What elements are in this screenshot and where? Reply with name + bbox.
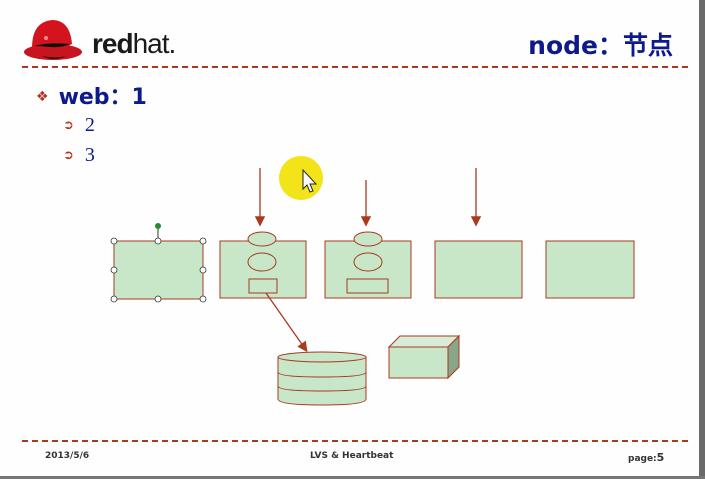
sub-bullet-item: ➲3 bbox=[63, 144, 95, 167]
node-box-selected[interactable] bbox=[110, 223, 207, 303]
node-box-5[interactable] bbox=[545, 240, 635, 299]
brand-light: hat bbox=[132, 28, 170, 59]
cube-shape[interactable] bbox=[387, 334, 461, 380]
footer-title: LVS & Heartbeat bbox=[310, 451, 394, 461]
node-box-2[interactable] bbox=[219, 231, 307, 299]
rotation-handle-icon[interactable] bbox=[155, 223, 161, 229]
sub-bullet-text: 2 bbox=[84, 114, 95, 136]
redhat-logo-icon bbox=[24, 20, 82, 60]
arrow-bullet-icon: ➲ bbox=[63, 118, 74, 133]
footer-divider bbox=[22, 440, 688, 442]
footer-page-number: 5 bbox=[656, 451, 665, 464]
node-box-4[interactable] bbox=[434, 240, 523, 299]
mouse-cursor-icon bbox=[302, 168, 318, 193]
main-bullet: ❖ web：1 bbox=[36, 79, 147, 111]
main-bullet-text: web：1 bbox=[58, 85, 147, 110]
pointer-highlight bbox=[279, 156, 323, 200]
sub-bullet-item: ➲2 bbox=[63, 114, 95, 137]
footer-date: 2013/5/6 bbox=[45, 451, 90, 461]
slide-title: node：节点 bbox=[528, 31, 673, 60]
redhat-wordmark: redhat. bbox=[92, 28, 177, 60]
footer-page-label: page: bbox=[628, 454, 657, 464]
redhat-logo: redhat. bbox=[22, 14, 202, 66]
window-bottom-edge bbox=[0, 476, 705, 479]
selection-handle-icon[interactable] bbox=[110, 237, 207, 303]
diamond-bullet-icon: ❖ bbox=[36, 89, 49, 105]
arrow-to-database bbox=[265, 292, 308, 353]
brand-bold: red bbox=[92, 28, 134, 59]
node-box-3[interactable] bbox=[324, 231, 412, 299]
footer-page: page:5 bbox=[628, 451, 664, 464]
brand-dot: . bbox=[168, 28, 177, 59]
arrow-bullet-icon: ➲ bbox=[63, 148, 74, 163]
window-edge bbox=[699, 0, 705, 479]
header-divider bbox=[22, 66, 688, 68]
sub-bullet-text: 3 bbox=[84, 144, 95, 166]
database-cylinder[interactable] bbox=[277, 351, 367, 406]
